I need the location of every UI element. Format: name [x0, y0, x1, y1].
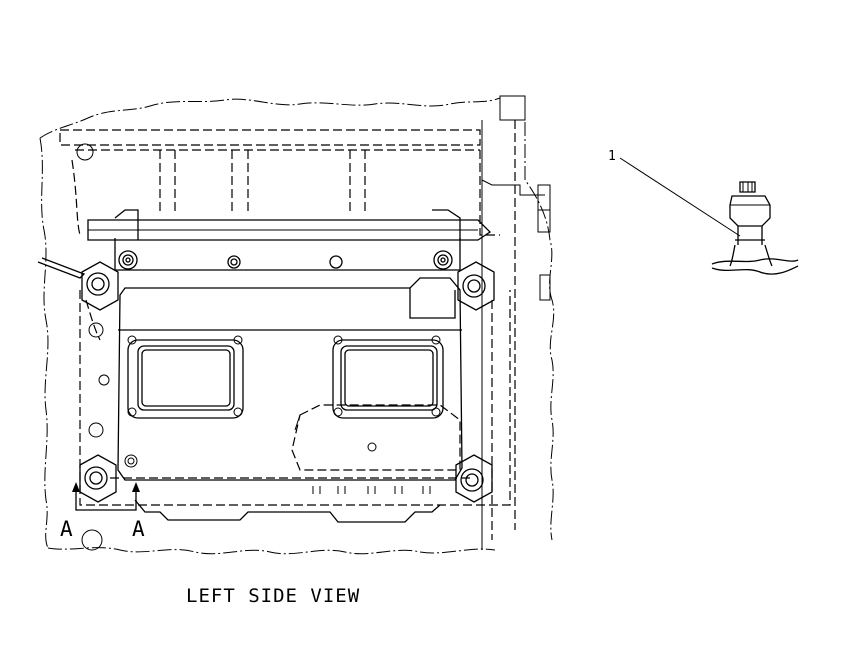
connector-port-right: [332, 335, 444, 419]
rail-hole-center-right: [329, 255, 343, 269]
wire-harness-lead: [37, 257, 110, 438]
engine-block-outline: [39, 95, 555, 555]
rail-bolt-center: [227, 255, 241, 269]
callout-leader-line: [619, 157, 741, 237]
section-label-left: A: [60, 517, 73, 541]
rail-bolt-right: [433, 250, 453, 270]
mounting-bolt-top-right: [457, 261, 495, 311]
connector-pins: [312, 486, 431, 494]
sensor-detail: 1: [608, 149, 799, 275]
callout-number: 1: [608, 149, 616, 164]
ecm-module: [79, 277, 511, 523]
mounting-bolt-bottom-right: [455, 454, 493, 503]
mounting-bolt-top-left: [81, 261, 119, 311]
rail-bolt-left: [118, 250, 138, 270]
mounting-rail: [87, 209, 492, 271]
block-upper-cavities: [59, 129, 551, 301]
connector-port-left: [127, 335, 244, 419]
stud-bottom-left: [124, 454, 138, 468]
stud-bottom-left-inner: [127, 457, 135, 465]
section-marker-a-a: A A: [60, 482, 145, 551]
section-label-right: A: [132, 517, 145, 541]
view-title: LEFT SIDE VIEW: [186, 585, 360, 607]
